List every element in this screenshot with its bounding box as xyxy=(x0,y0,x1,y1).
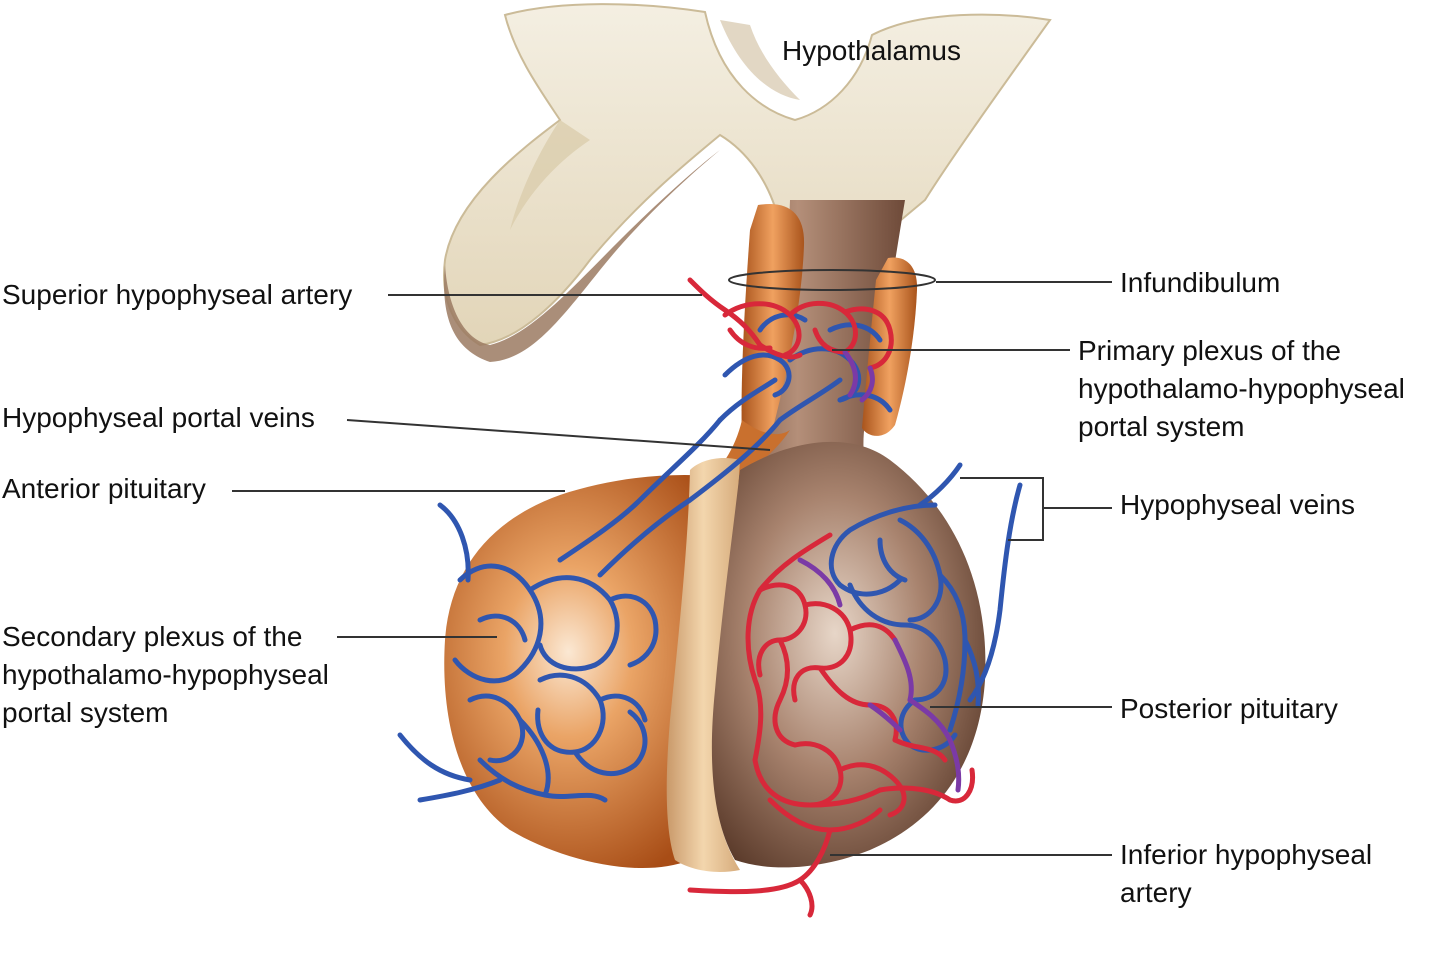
label-primary-plexus-line: portal system xyxy=(1078,411,1245,442)
label-primary-plexus-line: hypothalamo-hypophyseal xyxy=(1078,373,1405,404)
label-hypothalamus: Hypothalamus xyxy=(782,35,961,66)
label-inferior-artery-line: artery xyxy=(1120,877,1192,908)
label-primary-plexus: Primary plexus of the hypothalamo-hypoph… xyxy=(1078,332,1405,446)
label-hypophyseal-veins: Hypophyseal veins xyxy=(1120,489,1356,520)
label-infundibulum: Infundibulum xyxy=(1120,267,1281,298)
hypophyseal-veins-bracket xyxy=(960,477,1112,541)
label-superior-hypophyseal-artery: Superior hypophyseal artery xyxy=(2,279,353,310)
capillary-transition xyxy=(797,349,962,793)
label-primary-plexus-line: Primary plexus of the xyxy=(1078,335,1341,366)
label-inferior-hypophyseal-artery: Inferior hypophyseal artery xyxy=(1120,836,1372,912)
intermediate-lobe-band xyxy=(666,458,740,872)
label-secondary-plexus: Secondary plexus of the hypothalamo-hypo… xyxy=(2,618,329,732)
label-hypophyseal-portal-veins: Hypophyseal portal veins xyxy=(2,402,315,433)
infundibulum-marker xyxy=(728,269,936,291)
label-inferior-artery-line: Inferior hypophyseal xyxy=(1120,839,1373,870)
label-posterior-pituitary: Posterior pituitary xyxy=(1120,693,1338,724)
label-anterior-pituitary: Anterior pituitary xyxy=(2,473,206,504)
vein-network xyxy=(397,312,1023,803)
label-secondary-plexus-line: portal system xyxy=(2,697,169,728)
leader-lines xyxy=(232,281,1112,856)
label-secondary-plexus-line: Secondary plexus of the xyxy=(2,621,303,652)
label-secondary-plexus-line: hypothalamo-hypophyseal xyxy=(2,659,329,690)
